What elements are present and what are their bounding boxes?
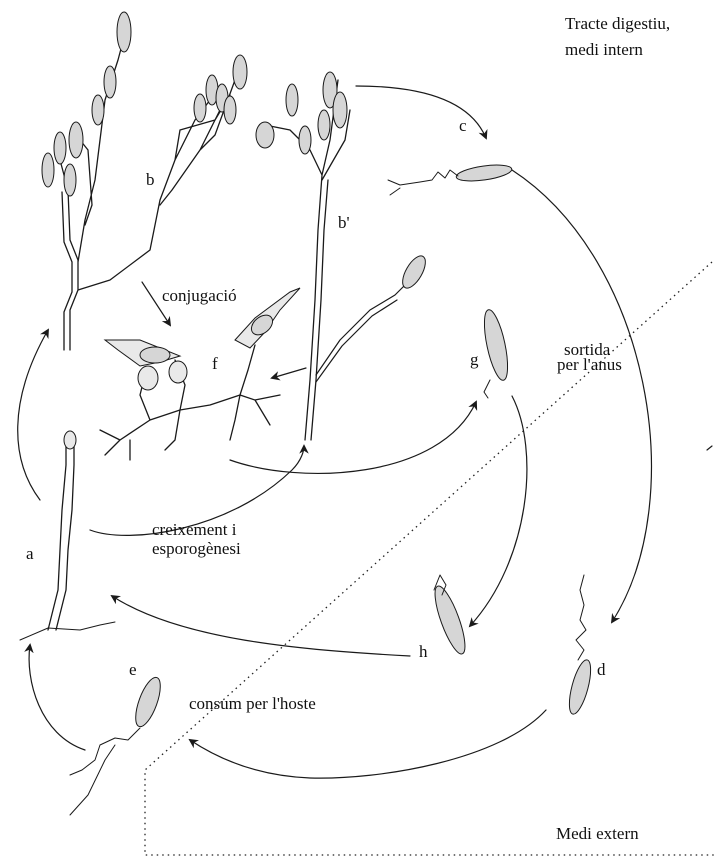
spore-e	[70, 674, 165, 815]
conjugation-mycelium-f	[100, 288, 300, 460]
stage-label-e: e	[129, 660, 137, 679]
arrow-h-to-a	[112, 596, 410, 656]
stage-label-c: c	[459, 116, 467, 135]
stage-label-h: h	[419, 642, 428, 661]
arrow-e-to-a	[29, 645, 85, 750]
stage-label-b: b	[146, 170, 155, 189]
external-env-label: Medi extern	[556, 824, 639, 843]
spore-d	[565, 575, 595, 716]
environment-boundary	[145, 262, 716, 855]
tick-mark	[707, 446, 712, 450]
internal-env-label-line-1: Tracte digestiu,	[565, 14, 670, 33]
growth-label-line-2: esporogènesi	[152, 539, 241, 558]
spore-c	[388, 162, 513, 195]
arrow-f-to-g	[230, 402, 476, 473]
sporangiophore-b-prime	[256, 72, 430, 440]
stage-label-g: g	[470, 350, 479, 369]
arrow-a-to-b	[18, 330, 48, 500]
stage-label-b-prime: b'	[338, 213, 350, 232]
arrow-d-to-e	[190, 710, 546, 778]
exit-label-line-2: per l'anus	[557, 355, 622, 374]
spore-g	[480, 308, 513, 398]
arrow-c-to-d	[512, 170, 651, 622]
consumption-label: consum per l'hoste	[189, 694, 316, 713]
stage-label-d: d	[597, 660, 606, 679]
stage-label-f: f	[212, 354, 218, 373]
arrow-g-to-h	[470, 396, 527, 626]
arrow-b-prime-to-f	[272, 368, 306, 378]
conjugation-label: conjugació	[162, 286, 237, 305]
internal-env-label-line-2: medi intern	[565, 40, 643, 59]
growth-label-line-1: creixement i	[152, 520, 237, 539]
germinating-spore-a	[20, 431, 115, 640]
stage-label-a: a	[26, 544, 34, 563]
cycle-arrows	[18, 86, 712, 778]
spore-h	[429, 575, 471, 657]
